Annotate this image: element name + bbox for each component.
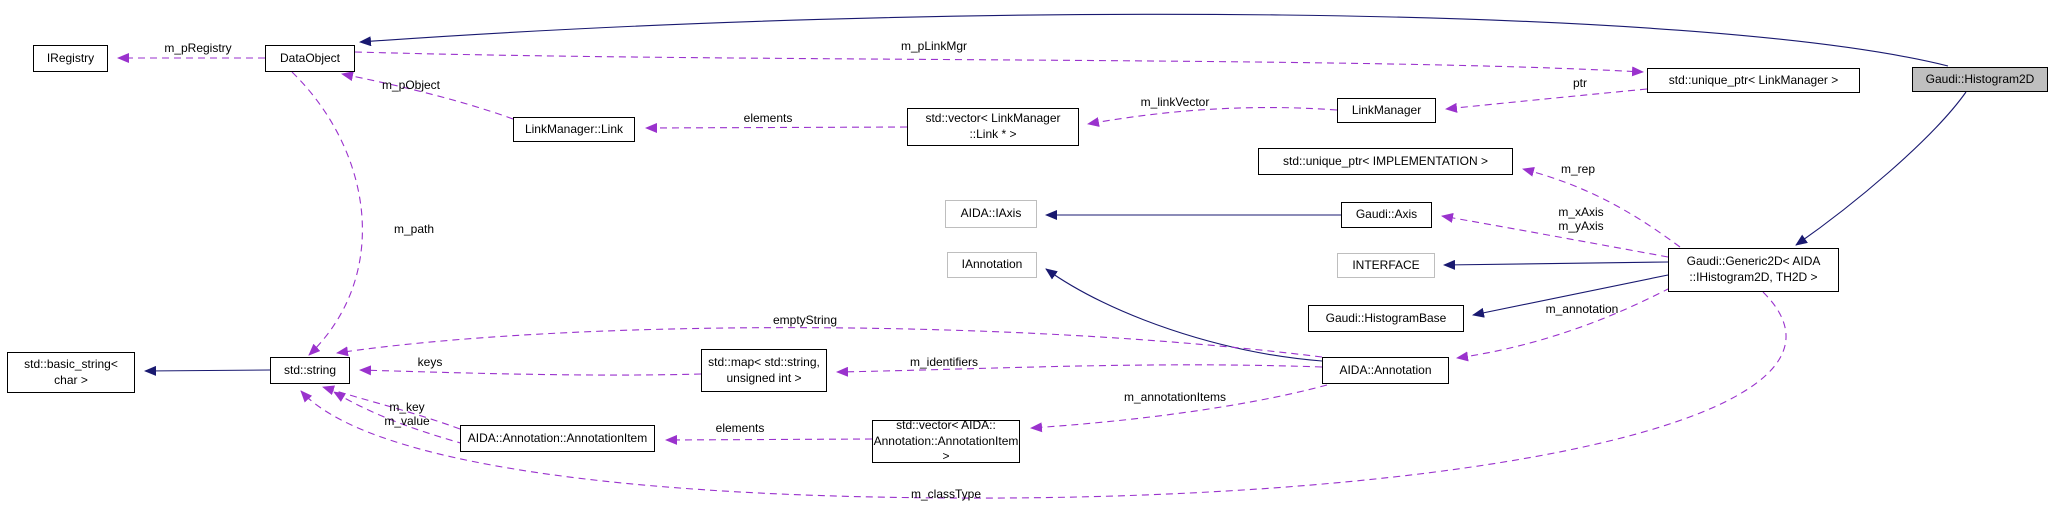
edge-emptystring	[336, 327, 1323, 358]
edge-generic2d-histogrambase	[1472, 274, 1669, 318]
edge-label-m-plinkmgr: m_pLinkMgr	[900, 39, 968, 54]
edge-label-m-pobject: m_pObject	[381, 78, 441, 93]
node-vector-linkmanager-link[interactable]: std::vector< LinkManager ::Link * >	[907, 108, 1079, 146]
edge-label-m-identifiers: m_identifiers	[909, 355, 979, 370]
node-annotation-item[interactable]: AIDA::Annotation::AnnotationItem	[460, 425, 655, 452]
edge-label-m-pregistry: m_pRegistry	[164, 41, 232, 56]
node-aida-iaxis[interactable]: AIDA::IAxis	[945, 200, 1037, 228]
edge-m-path	[291, 71, 363, 356]
edge-label-ptr: ptr	[1572, 76, 1588, 91]
edge-m-plinkmgr	[354, 51, 1644, 77]
node-iregistry[interactable]: IRegistry	[33, 45, 108, 72]
node-histogram2d: Gaudi::Histogram2D	[1912, 67, 2048, 92]
node-linkmanager-link[interactable]: LinkManager::Link	[513, 117, 635, 142]
edge-elements-annotationitem	[665, 434, 873, 445]
node-std-map[interactable]: std::map< std::string, unsigned int >	[701, 349, 827, 392]
edge-histogram2d-dataobject	[359, 13, 1949, 67]
edge-label-elements-annotationitem: elements	[715, 421, 765, 436]
edge-m-rep	[1522, 166, 1681, 248]
edge-label-m-classtype: m_classType	[910, 487, 982, 502]
node-unique-ptr-linkmanager[interactable]: std::unique_ptr< LinkManager >	[1647, 68, 1860, 93]
edge-label-m-path: m_path	[393, 222, 435, 237]
node-histogrambase[interactable]: Gaudi::HistogramBase	[1308, 305, 1464, 332]
edge-m-classtype	[300, 291, 1787, 499]
edge-label-m-linkvector: m_linkVector	[1140, 95, 1210, 110]
node-interface[interactable]: INTERFACE	[1337, 253, 1435, 278]
node-generic2d[interactable]: Gaudi::Generic2D< AIDA ::IHistogram2D, T…	[1668, 248, 1839, 292]
node-gaudi-axis[interactable]: Gaudi::Axis	[1341, 202, 1432, 228]
edge-label-m-key: m_key	[389, 400, 425, 415]
node-linkmanager[interactable]: LinkManager	[1337, 98, 1436, 123]
edge-generic2d-interface	[1443, 259, 1669, 270]
edge-m-annotation	[1456, 287, 1671, 362]
edge-m-pobject	[341, 71, 514, 120]
edge-label-elements-link: elements	[743, 111, 793, 126]
node-aida-annotation[interactable]: AIDA::Annotation	[1322, 357, 1449, 384]
node-std-string[interactable]: std::string	[270, 357, 350, 384]
edge-m-value	[333, 391, 465, 445]
edge-label-emptystring: emptyString	[772, 313, 838, 328]
edge-keys	[359, 365, 702, 376]
edge-string-basicstring	[144, 365, 271, 376]
edge-histogram2d-generic2d	[1795, 91, 1967, 246]
edge-annotation-iannotation	[1045, 268, 1323, 362]
node-iannotation[interactable]: IAnnotation	[947, 252, 1037, 278]
edge-label-m-rep: m_rep	[1560, 162, 1596, 177]
edge-m-xaxis-yaxis	[1441, 212, 1669, 258]
node-unique-ptr-implementation[interactable]: std::unique_ptr< IMPLEMENTATION >	[1258, 148, 1513, 175]
edge-m-annotationitems	[1030, 384, 1328, 433]
edge-ptr	[1445, 88, 1648, 113]
edge-m-key	[322, 385, 461, 430]
edge-label-m-value: m_value	[384, 414, 430, 429]
edge-label-keys: keys	[417, 355, 443, 370]
node-basic-string[interactable]: std::basic_string< char >	[7, 352, 135, 393]
node-vector-annotation-item[interactable]: std::vector< AIDA:: Annotation::Annotati…	[872, 418, 1020, 464]
edge-elements-link	[645, 122, 908, 133]
edge-m-identifiers	[836, 364, 1323, 377]
edge-label-m-xaxis-yaxis: m_xAxis m_yAxis	[1558, 205, 1604, 233]
edge-m-linkvector	[1087, 106, 1338, 127]
node-dataobject[interactable]: DataObject	[265, 45, 355, 72]
edge-label-m-annotationitems: m_annotationItems	[1123, 390, 1227, 405]
edge-label-m-annotation: m_annotation	[1545, 302, 1619, 317]
